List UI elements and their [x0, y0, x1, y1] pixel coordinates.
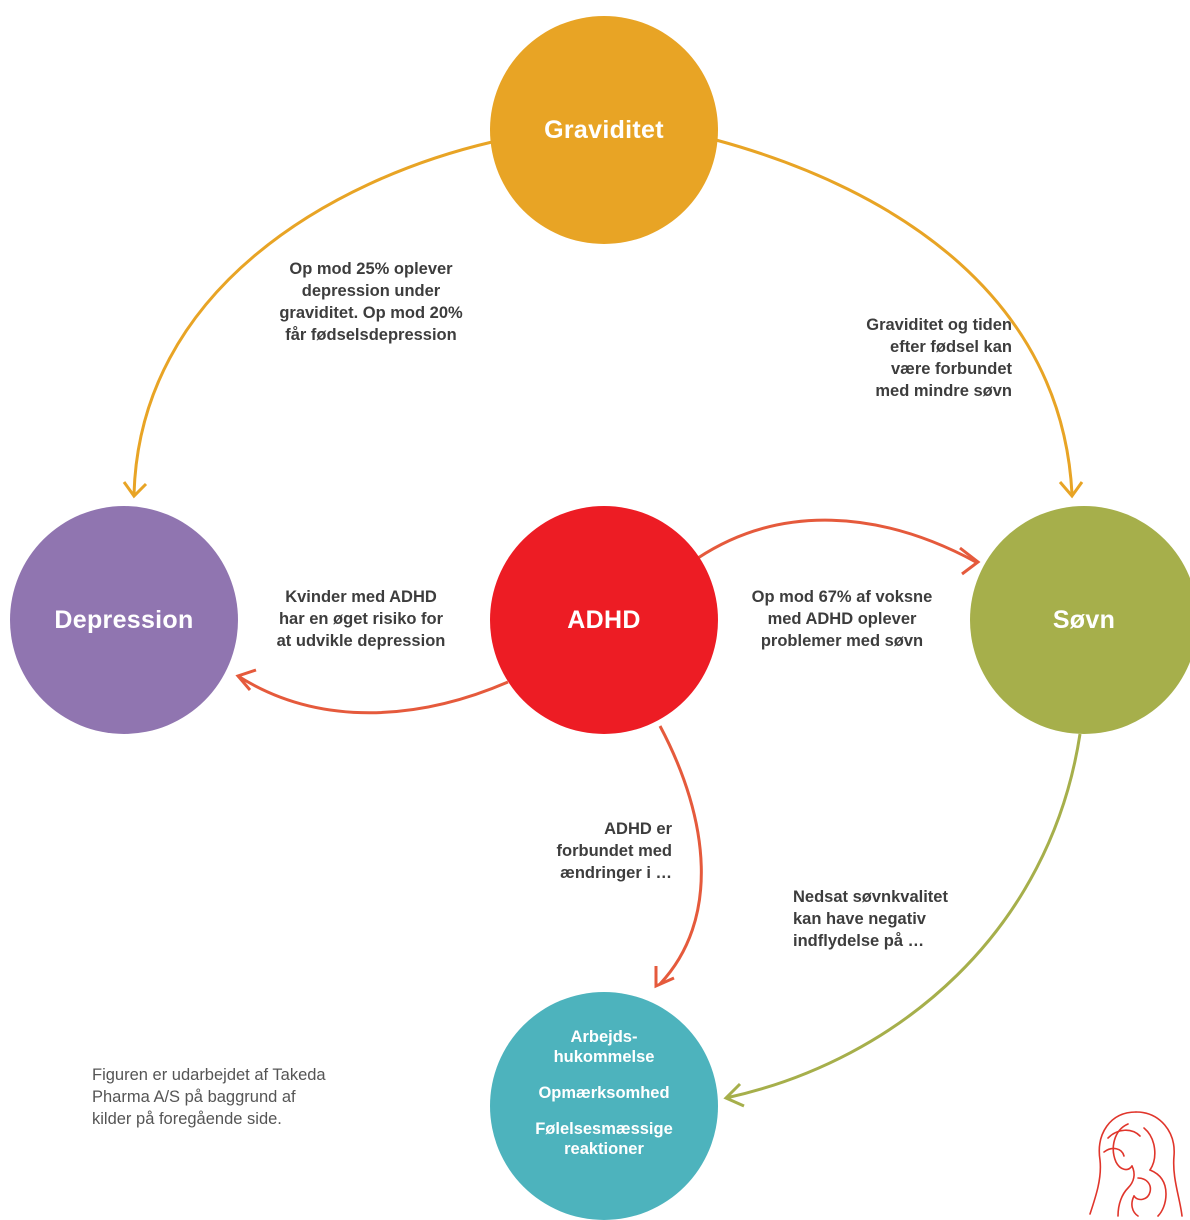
cognition-item-opmaerksomhed: Opmærksomhed — [538, 1084, 670, 1102]
arrow-adhd-to-sovn — [697, 518, 977, 564]
cognition-item-folelsesmaessige-reaktioner: Følelsesmæssige reaktioner — [535, 1120, 673, 1158]
arrow-adhd-to-depression — [237, 674, 509, 715]
arrowhead-depression — [122, 481, 148, 499]
node-depression-label: Depression — [54, 605, 194, 634]
arrowhead-cognition-top — [654, 966, 675, 989]
cognition-item-arbejdshukommelse: Arbejds- hukommelse — [553, 1028, 655, 1066]
edge-label-adhd-sovn: Op mod 67% af voksne med ADHD oplever pr… — [751, 588, 933, 650]
node-cognition: Arbejds- hukommelse Opmærksomhed Følelse… — [490, 992, 718, 1220]
arrow-adhd-to-cognition — [658, 725, 703, 986]
mother-and-child-line-drawing-icon — [1089, 1111, 1183, 1217]
edge-label-sovn-cognition: Nedsat søvnkvalitet kan have negativ ind… — [793, 888, 948, 950]
arrowhead-cognition-right — [723, 1082, 745, 1108]
arrowhead-sovn-left — [959, 546, 981, 576]
arrow-graviditet-to-sovn — [715, 138, 1074, 495]
node-depression: Depression — [10, 506, 238, 734]
edge-label-graviditet-depression: Op mod 25% oplever depression under grav… — [279, 260, 463, 344]
node-sovn-label: Søvn — [1052, 605, 1116, 634]
footnote-text: Figuren er udarbejdet af Takeda Pharma A… — [92, 1066, 326, 1128]
node-graviditet-label: Graviditet — [544, 115, 664, 144]
arrow-graviditet-to-depression — [132, 140, 493, 495]
arrowhead-sovn-top — [1058, 481, 1084, 499]
node-graviditet: Graviditet — [490, 16, 718, 244]
arrow-sovn-to-cognition — [725, 733, 1082, 1100]
edge-label-adhd-depression: Kvinder med ADHD har en øget risiko for … — [276, 588, 446, 650]
node-sovn: Søvn — [970, 506, 1190, 734]
edge-label-graviditet-sovn: Graviditet og tiden efter fødsel kan vær… — [866, 316, 1012, 400]
edge-label-adhd-cognition: ADHD er forbundet med ændringer i … — [556, 820, 673, 882]
node-adhd: ADHD — [490, 506, 718, 734]
node-adhd-label: ADHD — [567, 605, 641, 634]
arrowhead-depression-right — [235, 668, 257, 691]
